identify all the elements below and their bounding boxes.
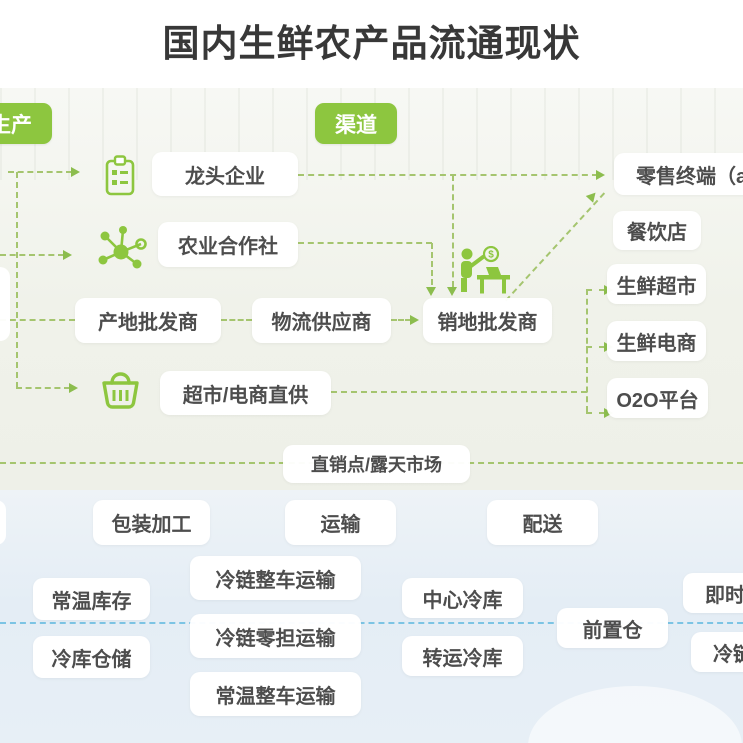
node-fresh-ecommerce: 生鲜电商 [607,321,706,361]
svg-text:$: $ [488,250,494,261]
arrowhead [71,167,80,177]
arrowhead [410,315,419,325]
node-o2o-platform: O2O平台 [607,378,708,418]
node-transfer-cold-storage: 转运冷库 [402,636,523,676]
connector [0,319,75,321]
node-leading-enterprise: 龙头企业 [152,152,298,196]
node-logistics-provider: 物流供应商 [252,298,391,343]
connector [431,243,433,285]
page-title: 国内生鲜农产品流通现状 [162,23,581,64]
merchant-desk-dollar-icon: $ [461,246,510,294]
basket-icon [102,372,139,409]
connector [8,171,72,173]
node-cold-warehouse: 冷库仓储 [33,636,150,678]
node-cold-chain-ftl: 冷链整车运输 [190,556,361,600]
node-restaurant: 餐饮店 [613,211,701,250]
connector [0,254,64,256]
connector [452,175,454,287]
edge-clipped-box [0,500,6,545]
connector [586,412,605,414]
channel-badge: 渠道 [315,103,397,144]
connector [586,289,605,291]
connector [16,387,70,389]
node-instant-delivery: 即时 [683,573,743,613]
node-transport: 运输 [285,500,396,545]
edge-clipped-box [0,267,10,341]
node-ambient-inventory: 常温库存 [33,578,150,620]
production-badge: 生产 [0,103,52,144]
node-origin-wholesaler: 产地批发商 [75,298,221,343]
clipboard-icon [105,155,135,196]
node-direct-sales-market: 直销点/露天市场 [283,445,470,483]
node-cold-chain-home: 冷链 [691,632,743,672]
node-front-warehouse: 前置仓 [557,608,668,648]
connector [298,174,598,176]
connector [221,319,252,321]
node-cold-chain-ltl: 冷链零担运输 [190,614,361,658]
connector [586,289,588,412]
node-central-cold-storage: 中心冷库 [402,578,523,618]
arrowhead [69,383,78,393]
node-supermarket-direct: 超市/电商直供 [160,371,331,415]
connector [331,391,587,393]
cold-chain-divider-line [0,622,743,624]
connector [391,319,411,321]
node-fresh-supermarket: 生鲜超市 [607,264,706,304]
arrowhead [447,287,457,296]
node-agri-cooperative: 农业合作社 [158,222,298,267]
arrowhead [63,250,72,260]
connector [586,346,605,348]
connector [16,172,18,388]
node-packaging: 包装加工 [93,500,210,545]
arrowhead [596,170,605,180]
connector [298,242,432,244]
node-destination-wholesaler: 销地批发商 [423,298,552,343]
network-icon [98,226,147,269]
node-delivery: 配送 [487,500,598,545]
node-retail-terminal: 零售终端（al [614,153,743,195]
arrowhead [426,287,436,296]
node-ambient-ftl: 常温整车运输 [190,672,361,716]
